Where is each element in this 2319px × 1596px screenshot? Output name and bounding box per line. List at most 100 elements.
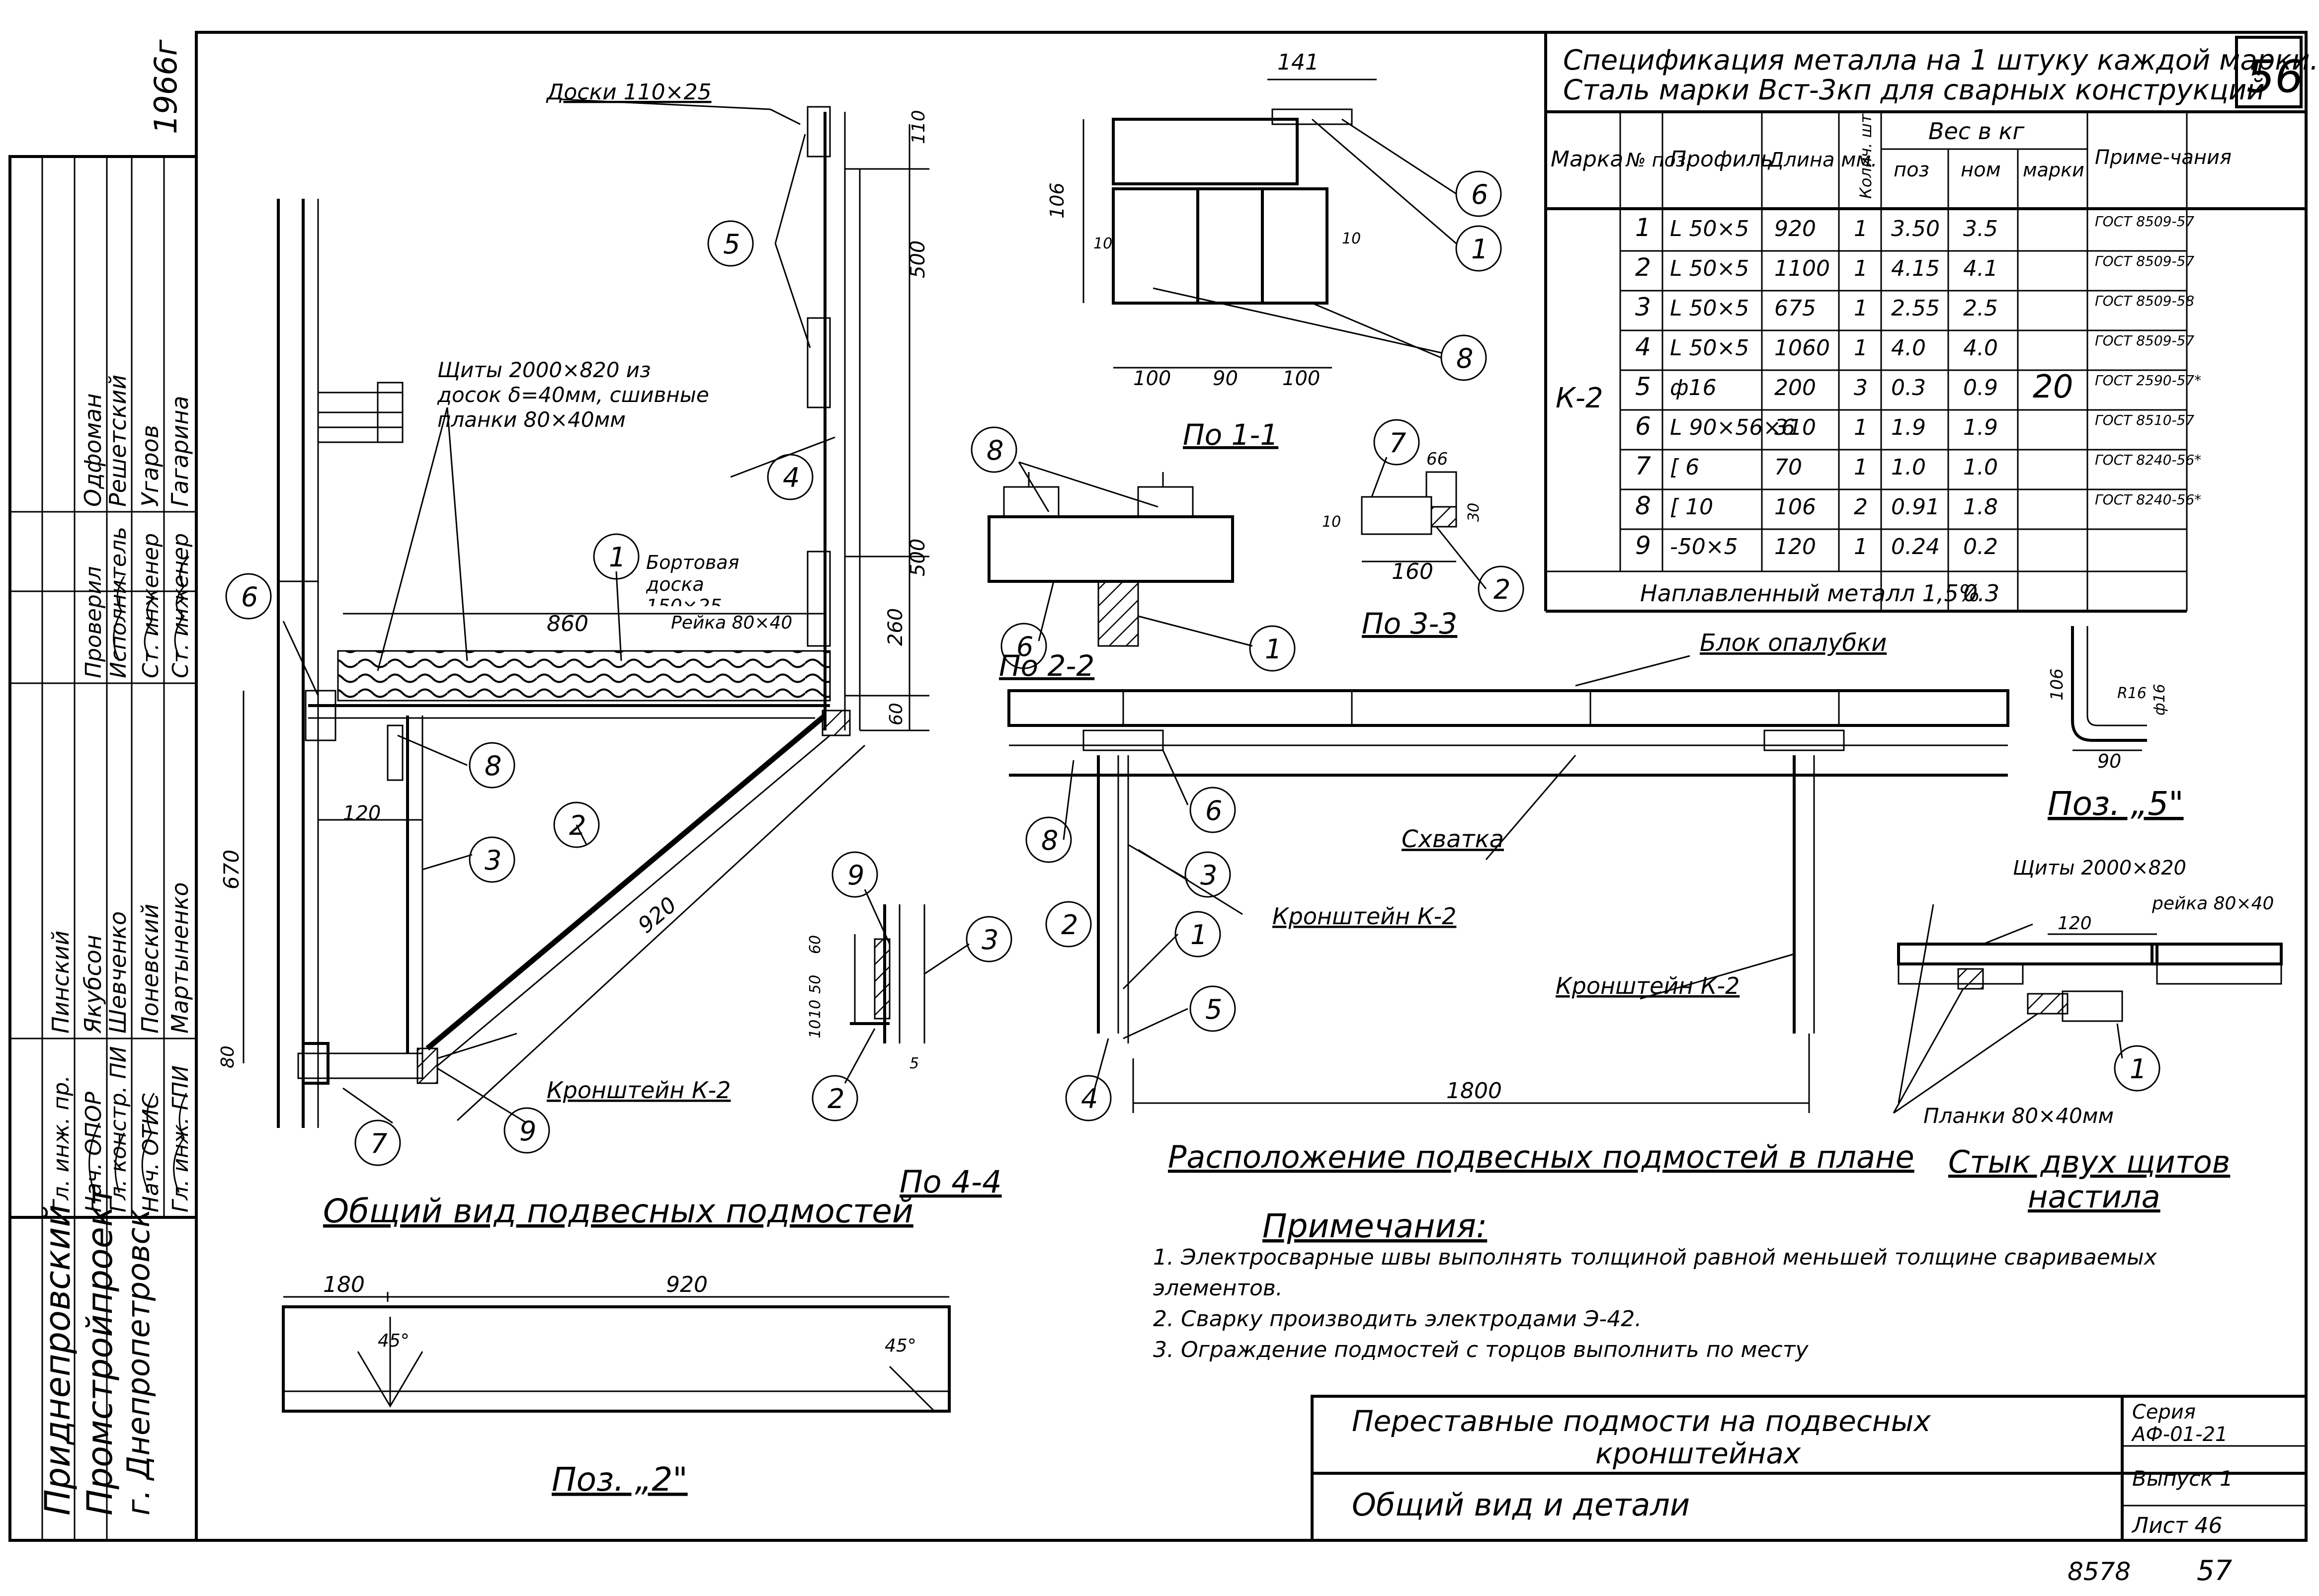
label-side-board: Бортовая доска 150×25 [646, 552, 740, 606]
spec-cell-w-nom: 2.5 [1963, 296, 1998, 321]
spec-cell-length: 120 [1774, 534, 1816, 559]
joint-drawing: 1 Щиты 2000×820 120 рейка 80×40 Планки 8… [1893, 857, 2283, 1215]
dim: 920 [633, 892, 681, 938]
plan-labels: Блок опалубки Схватка Кронштейн К-2 Крон… [1168, 629, 1914, 1175]
stamp-names: Мартыненко Поневский Шевченко Якубсон Пи… [47, 375, 193, 1034]
main-view-callouts: 5 4 1 6 8 3 2 9 7 [225, 220, 814, 1166]
pos2-drawing: 180 920 45° 45° Поз. „2" [282, 1272, 951, 1499]
dim: 860 [547, 611, 588, 637]
spec-cell-w-pos: 3.50 [1891, 216, 1940, 241]
svg-text:4: 4 [1081, 1083, 1098, 1115]
dim: 10 [807, 1000, 824, 1019]
pos2-title: Поз. „2" [552, 1460, 688, 1499]
section-1-1-drawing: 6 1 8 [1082, 79, 1502, 381]
label-boards: Доски 110×25 [546, 80, 711, 105]
note-item-3: 3. Ограждение подмостей с торцов выполни… [1153, 1337, 1809, 1362]
title-line-2: кронштейнах [1595, 1436, 1801, 1470]
svg-text:1: 1 [1471, 234, 1488, 265]
spec-cell-length: 920 [1774, 216, 1816, 241]
svg-text:8: 8 [485, 750, 501, 782]
spec-cell-w-nom: 4.0 [1963, 335, 1998, 361]
label-shields-wrap: Щиты 2000×820 из досок δ=40мм, сшивные п… [437, 358, 709, 432]
joint-planks: Планки 80×40мм [1923, 1104, 2114, 1128]
spec-cell-w-nom: 1.9 [1963, 415, 1998, 440]
svg-text:3: 3 [485, 845, 501, 876]
spec-cell-pos: 1 [1635, 213, 1651, 242]
spec-cell-length: 1060 [1774, 335, 1830, 361]
plan-drawing: 8 6 3 2 1 5 4 [1007, 655, 2009, 1121]
spec-cell-length: 106 [1774, 494, 1816, 520]
section-1-1-labels: 141 106 10 10 100 90 100 По 1-1 [1046, 50, 1361, 452]
spec-cell-w-pos: 0.3 [1891, 375, 1926, 400]
stamp-role: Нач. ОТИС [138, 1094, 164, 1212]
spec-cell-note: ГОСТ 8510-57 [2095, 412, 2194, 428]
hdr-note: Приме-чания [2095, 146, 2232, 169]
stamp-role: Ст. инженер [168, 533, 193, 678]
mark-total: 20 [2033, 369, 2073, 405]
spec-table: Спецификация металла на 1 штуку каждой м… [1544, 32, 2319, 613]
spec-cell-pos: 3 [1635, 293, 1651, 321]
bottom-code-1: 8578 [2068, 1557, 2131, 1586]
label-shields: Щиты 2000×820 из досок δ=40мм, сшивные п… [437, 358, 709, 432]
spec-cell-length: 1100 [1774, 256, 1830, 281]
sheet-frame [8, 31, 2308, 1542]
dim: 106 [1046, 182, 1068, 219]
spec-cell-profile: -50×5 [1670, 534, 1738, 559]
label-rail: Рейка 80×40 [671, 613, 792, 633]
spec-cell-qty: 1 [1854, 216, 1868, 241]
hdr-profile: Профиль [1670, 147, 1773, 172]
plan-bracket-2: Кронштейн К-2 [1556, 972, 1739, 999]
year-mark: 1966г [148, 39, 184, 134]
pos5-drawing: 106 R16 ф16 90 Поз. „5" [2047, 626, 2184, 823]
spec-cell-profile: L 50×5 [1670, 216, 1749, 241]
svg-text:6: 6 [241, 581, 258, 613]
dim: 10 [1342, 230, 1361, 247]
plan-formwork: Блок опалубки [1700, 629, 1887, 657]
notes-heading: Примечания: [1262, 1207, 1487, 1245]
stamp-organization: Приднепровский Промстройпроект г. Днепро… [37, 1185, 157, 1516]
svg-text:1: 1 [2130, 1053, 2147, 1085]
section-1-1-title: По 1-1 [1183, 418, 1278, 452]
svg-text:8: 8 [987, 435, 1003, 466]
spec-cell-w-pos: 4.0 [1891, 335, 1926, 361]
dim: 141 [1277, 50, 1319, 75]
spec-cell-pos: 7 [1635, 452, 1651, 480]
notes-body-wrap: 1. Электросварные швы выполнять толщиной… [1153, 1245, 2157, 1362]
dim: 106 [2047, 668, 2067, 701]
svg-text:8: 8 [1041, 825, 1058, 856]
dim: 90 [1213, 367, 1238, 390]
dim: 50 [807, 975, 824, 994]
plan-dim: 1800 [1446, 1078, 1502, 1104]
dim: 60 [886, 703, 907, 725]
spec-cell-note: ГОСТ 8509-57 [2095, 213, 2194, 230]
spec-cell-length: 70 [1774, 455, 1802, 480]
spec-title-2: Сталь марки Вст-3кп для сварных конструк… [1563, 74, 2265, 106]
svg-text:5: 5 [723, 229, 740, 260]
spec-cell-qty: 1 [1854, 256, 1868, 281]
spec-cell-pos: 5 [1635, 372, 1651, 401]
stamp-name: Одфоман [80, 394, 106, 507]
spec-cell-w-pos: 0.24 [1891, 534, 1940, 559]
joint-dim: 120 [2058, 913, 2092, 934]
svg-text:9: 9 [519, 1116, 536, 1147]
spec-cell-qty: 1 [1854, 296, 1868, 321]
dim: R16 [2117, 685, 2147, 702]
stamp-org-line-3: г. Днепропетровск [120, 1208, 157, 1516]
label-bracket: Кронштейн К-2 [547, 1077, 731, 1104]
stamp-role: Гл. констр. ПИ [106, 1046, 131, 1212]
spec-cell-pos: 4 [1635, 332, 1651, 361]
dim: 5 [910, 1055, 919, 1072]
note-item-2: 2. Сварку производить электродами Э-42. [1153, 1306, 1642, 1332]
spec-cell-profile: L 90×56×6 [1670, 415, 1795, 440]
section-4-4-title: По 4-4 [900, 1164, 1002, 1200]
plan-title: Расположение подвесных подмостей в плане [1168, 1139, 1914, 1175]
spec-cell-w-nom: 1.0 [1963, 455, 1998, 480]
stamp-role: Нач. ОПОР [81, 1092, 106, 1212]
dim: 30 [1465, 503, 1483, 522]
svg-text:6: 6 [1471, 179, 1488, 210]
dim: 80 [218, 1045, 238, 1068]
main-view-drawing [243, 98, 929, 1128]
spec-cell-w-nom: 4.1 [1963, 256, 1998, 281]
svg-text:6: 6 [1016, 631, 1033, 662]
dim: 100 [1282, 367, 1320, 390]
